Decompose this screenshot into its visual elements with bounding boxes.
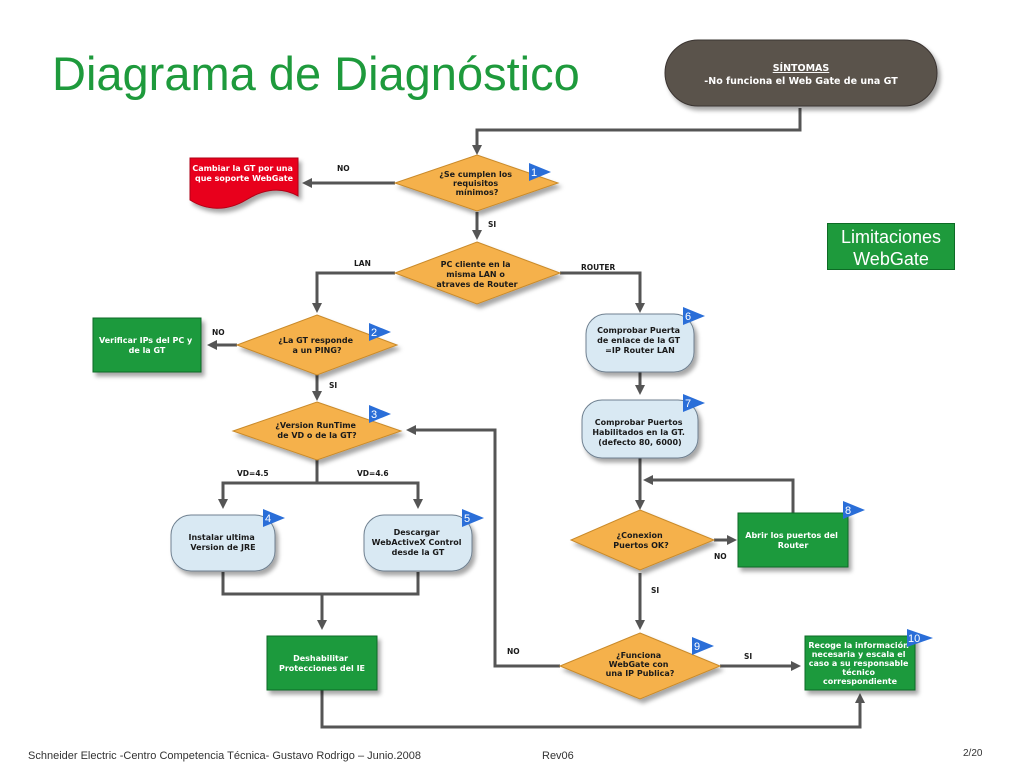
svg-text:Deshabilitar Proteccione: Deshabilitar Protecciones del IE xyxy=(279,654,365,673)
edge-label-lan: LAN xyxy=(354,259,371,268)
badge-3: 3 xyxy=(369,405,391,423)
escalate-box: Recoge la información necesaria y escala… xyxy=(804,635,916,691)
symptoms-text: -No funciona el Web Gate de una GT xyxy=(704,76,898,87)
symptoms-heading: SÍNTOMAS xyxy=(773,62,830,74)
badge-8: 8 xyxy=(843,501,865,519)
badge-2: 2 xyxy=(369,323,391,341)
badge-1: 1 xyxy=(529,163,551,181)
svg-text:6: 6 xyxy=(685,311,691,323)
decision-ping: ¿La GT responde a un PING? xyxy=(235,314,399,376)
edge-label-ports-si: SI xyxy=(651,586,659,595)
edge-activex-join xyxy=(317,572,420,630)
edge-jre-join xyxy=(221,572,322,596)
decision-public-ip: ¿Funciona WebGate con una IP Publica? xyxy=(558,632,722,700)
install-jre-box: Instalar ultima Version de JRE xyxy=(170,514,276,572)
edge-vd45 xyxy=(218,460,319,509)
edge-labels: NO SI LAN ROUTER NO SI VD=4.5 VD=4.6 NO … xyxy=(212,164,752,661)
edge-lan xyxy=(312,271,395,313)
check-ports-box: Comprobar Puertos Habilitados en la GT. … xyxy=(581,399,699,459)
svg-text:¿Funciona WebGate con: ¿Funciona WebGate con una IP Publica? xyxy=(606,651,675,678)
svg-text:¿Version RunTime de VD o: ¿Version RunTime de VD o de la GT? xyxy=(275,421,359,440)
svg-text:2: 2 xyxy=(371,327,377,339)
verify-ips-box: Verificar IPs del PC y de la GT xyxy=(92,317,202,373)
edge-vd46 xyxy=(317,481,423,509)
limitations-line-1: Limitaciones xyxy=(840,227,942,247)
badge-4: 4 xyxy=(263,509,285,527)
svg-text:PC cliente en la misma L: PC cliente en la misma LAN o atraves de … xyxy=(436,260,517,289)
svg-text:10: 10 xyxy=(908,633,920,645)
svg-text:¿La GT responde a un PIN: ¿La GT responde a un PING? xyxy=(278,336,356,355)
svg-text:7: 7 xyxy=(685,398,691,410)
edge-label-q2-no: NO xyxy=(212,328,225,337)
edge-label-vd46: VD=4.6 xyxy=(357,469,389,478)
svg-text:9: 9 xyxy=(694,641,700,653)
svg-text:3: 3 xyxy=(371,409,377,421)
replace-gt-box: Cambiar la GT por una que soporte WebGat… xyxy=(189,157,299,209)
svg-text:Abrir los puertos del Ro: Abrir los puertos del Router xyxy=(745,531,840,550)
check-gateway-box: Comprobar Puerta de enlace de la GT =IP … xyxy=(585,313,695,373)
replace-gt-text: Cambiar la GT por una que soporte WebGat… xyxy=(192,164,295,183)
svg-text:Descargar WebActiveX Con: Descargar WebActiveX Control desde la GT xyxy=(372,528,465,557)
svg-text:1: 1 xyxy=(531,167,537,179)
edge-label-q1-si: SI xyxy=(488,220,496,229)
edge-label-q2-si: SI xyxy=(329,381,337,390)
footer-revision: Rev06 xyxy=(542,750,574,762)
svg-text:Verificar IPs del PC y d: Verificar IPs del PC y de la GT xyxy=(99,336,195,355)
download-activex-box: Descargar WebActiveX Control desde la GT xyxy=(363,514,473,572)
svg-text:Comprobar Puerta de enla: Comprobar Puerta de enlace de la GT =IP … xyxy=(597,326,683,355)
svg-text:8: 8 xyxy=(845,505,851,517)
badge-6: 6 xyxy=(683,307,705,325)
decision-ports-ok: ¿Conexion Puertos OK? xyxy=(569,509,716,571)
footer-credits: Schneider Electric -Centro Competencia T… xyxy=(28,750,421,762)
limitations-webgate-button[interactable]: Limitaciones WebGate xyxy=(827,223,955,270)
symptoms-box: SÍNTOMAS -No funciona el Web Gate de una… xyxy=(664,39,938,107)
edge-label-q9-si: SI xyxy=(744,652,752,661)
edge-ie-escalate xyxy=(320,690,865,729)
page-number: 2/20 xyxy=(963,748,983,759)
edge-label-ports-no: NO xyxy=(714,552,727,561)
edge-label-q9-no: NO xyxy=(507,647,520,656)
badge-5: 5 xyxy=(462,509,484,527)
decision-lan-router: PC cliente en la misma LAN o atraves de … xyxy=(393,241,562,305)
svg-text:Instalar ultima Version: Instalar ultima Version de JRE xyxy=(188,533,257,552)
edge-symptoms-q1 xyxy=(472,108,802,155)
svg-text:¿Se cumplen los requisit: ¿Se cumplen los requisitos mínimos? xyxy=(439,170,515,197)
edge-router xyxy=(560,271,645,313)
svg-text:5: 5 xyxy=(464,513,470,525)
edge-label-router: ROUTER xyxy=(581,263,615,272)
page-title: Diagrama de Diagnóstico xyxy=(52,47,580,100)
badge-9: 9 xyxy=(692,637,714,655)
connectors xyxy=(207,108,865,729)
svg-text:Recoge la información ne: Recoge la información necesaria y escala… xyxy=(808,640,911,686)
decision-requirements: ¿Se cumplen los requisitos mínimos? xyxy=(393,154,560,212)
svg-text:¿Conexion Puertos OK?: ¿Conexion Puertos OK? xyxy=(613,531,669,550)
edge-label-q1-no: NO xyxy=(337,164,350,173)
edge-open-loop xyxy=(643,475,795,513)
limitations-line-2: WebGate xyxy=(853,249,929,269)
edge-q9-no xyxy=(406,425,560,668)
disable-ie-box: Deshabilitar Protecciones del IE xyxy=(266,635,378,691)
edge-label-vd45: VD=4.5 xyxy=(237,469,269,478)
badge-10: 10 xyxy=(907,629,933,647)
svg-text:4: 4 xyxy=(265,513,271,525)
open-ports-box: Abrir los puertos del Router xyxy=(737,512,849,568)
badge-7: 7 xyxy=(683,394,705,412)
svg-text:Comprobar Puertos Habili: Comprobar Puertos Habilitados en la GT. … xyxy=(592,418,687,447)
